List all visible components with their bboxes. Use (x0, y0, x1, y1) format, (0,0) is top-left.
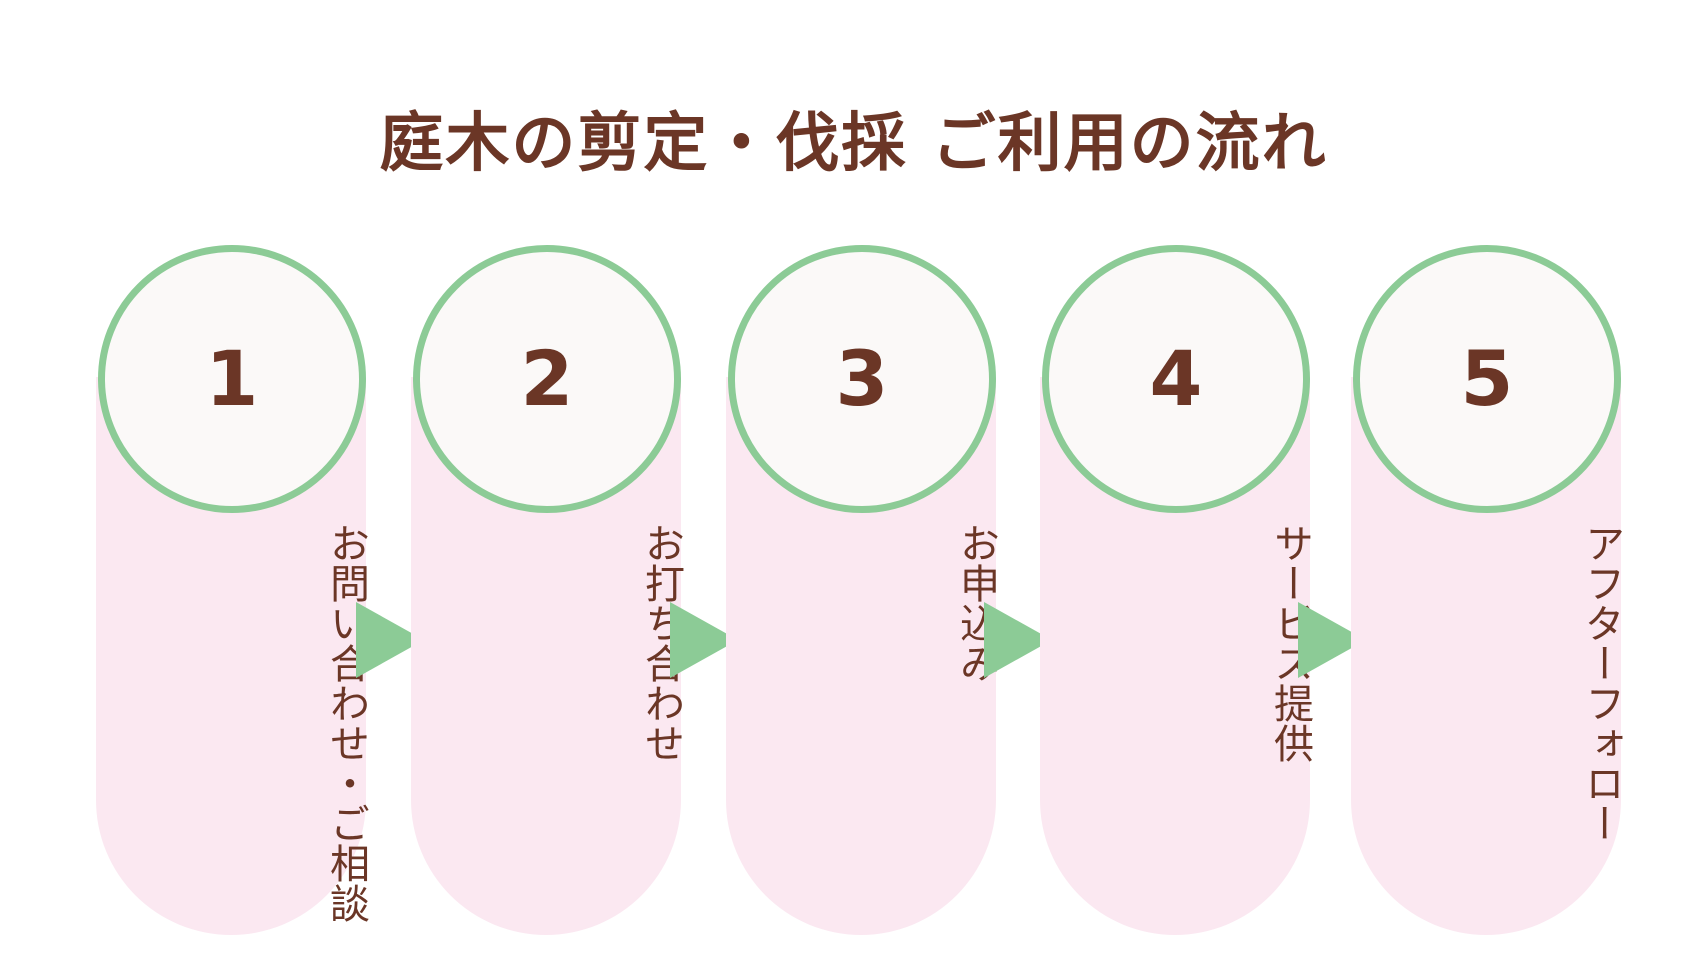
step-1: 1 お問い合わせ・ご相談 (96, 245, 369, 935)
step-5-label-wrap: アフターフォロー (1351, 523, 1624, 923)
step-3-label: お申込み (953, 523, 999, 683)
step-2-circle: 2 (413, 245, 681, 513)
step-5-circle: 5 (1353, 245, 1621, 513)
step-1-number: 1 (205, 334, 259, 423)
step-3-circle: 3 (728, 245, 996, 513)
step-5-label: アフターフォロー (1578, 523, 1624, 843)
step-4-circle: 4 (1042, 245, 1310, 513)
step-4-label: サービス提供 (1267, 523, 1313, 763)
step-3-number: 3 (835, 334, 889, 423)
step-4-label-wrap: サービス提供 (1040, 523, 1313, 923)
step-1-label: お問い合わせ・ご相談 (323, 523, 369, 923)
step-3-label-wrap: お申込み (726, 523, 999, 923)
step-4: 4 サービス提供 (1040, 245, 1313, 935)
step-2-number: 2 (520, 334, 574, 423)
step-1-label-wrap: お問い合わせ・ご相談 (96, 523, 369, 923)
step-4-number: 4 (1149, 334, 1203, 423)
step-5-number: 5 (1460, 334, 1514, 423)
page-title: 庭木の剪定・伐採 ご利用の流れ (379, 107, 1328, 181)
step-2-label-wrap: お打ち合わせ (411, 523, 684, 923)
step-2-label: お打ち合わせ (638, 523, 684, 763)
step-5: 5 アフターフォロー (1351, 245, 1624, 935)
step-1-circle: 1 (98, 245, 366, 513)
step-2: 2 お打ち合わせ (411, 245, 684, 935)
step-3: 3 お申込み (726, 245, 999, 935)
